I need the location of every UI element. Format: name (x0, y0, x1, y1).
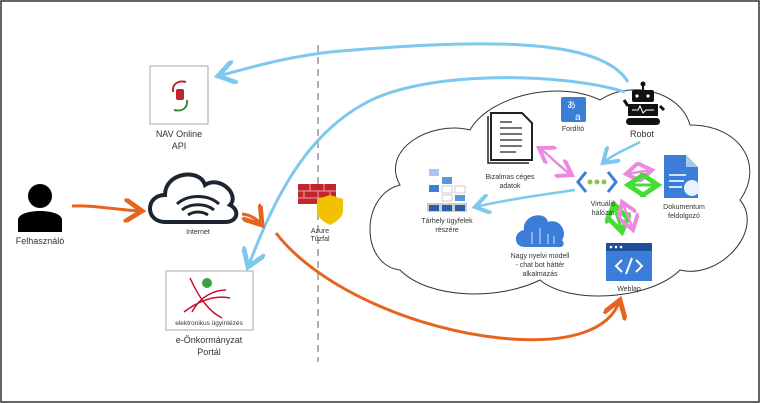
person-icon (18, 184, 62, 232)
vnet-label-2: hálózat (592, 210, 615, 217)
document-processor-icon (664, 155, 700, 198)
svg-text:a: a (575, 112, 581, 123)
nav-logo (149, 65, 209, 125)
ai-cloud-icon (515, 215, 565, 248)
firewall-label-2: Tűzfal (310, 236, 330, 243)
weblap-label: Weblap (617, 286, 641, 293)
nav-label-2: API (172, 141, 187, 151)
cloud-wifi-icon (148, 172, 239, 224)
firewall-to-weblap-arrow (274, 232, 620, 342)
robot-label: Robot (630, 129, 655, 139)
robot-icon (622, 81, 666, 125)
azure-cloud-boundary (369, 89, 751, 297)
svg-text:あ: あ (567, 100, 576, 110)
firewall-icon (298, 184, 343, 225)
web-app-icon (606, 243, 652, 281)
storage-label-2: részére (435, 227, 458, 234)
firewall-label-1: Azure (311, 228, 329, 235)
nav-label-1: NAV Online (156, 129, 202, 139)
robot-to-portal-arrow (248, 76, 626, 267)
vnet-weblap-link-green (614, 204, 622, 232)
vnet-weblap-link-pink (622, 202, 633, 230)
llm-label-1: Nagy nyelvi modell (511, 253, 570, 260)
internet-label: Internet (186, 229, 210, 236)
docs-vnet-link (539, 148, 572, 175)
robot-to-nav-arrow (218, 42, 630, 82)
translator-label: Fordító (562, 126, 584, 133)
translator-icon: あ a (561, 97, 586, 123)
portal-label-1: e-Önkormányzat (176, 335, 243, 345)
portal-label-2: Portál (197, 347, 221, 357)
document-icon (487, 112, 533, 164)
vnet-to-storage-arrow (475, 188, 576, 207)
virtual-network-icon (576, 171, 618, 193)
e-onkormanyzat-logo: elektronikus ügyintézés (165, 270, 254, 331)
portal-logo-text: elektronikus ügyintézés (175, 320, 243, 327)
user-label: Felhasználó (16, 236, 65, 246)
internet-to-firewall-arrow (242, 214, 262, 225)
confidential-label-1: Bizalmas céges (485, 174, 535, 181)
robot-to-vnet-arrow (603, 140, 641, 163)
vnet-label-1: Virtuális (591, 201, 616, 208)
llm-label-2: - chat bot háttér (515, 262, 565, 269)
user-to-internet-arrow (71, 206, 142, 211)
docproc-label-2: feldolgozó (668, 213, 700, 220)
storage-label-1: Tárhely ügyfelek (421, 218, 473, 225)
llm-label-3: alkalmazás (522, 271, 558, 278)
vnet-docproc-link-pink (626, 170, 652, 174)
confidential-label-2: adatok (499, 183, 521, 190)
docproc-label-1: Dokumentum (663, 204, 705, 211)
storage-icon (427, 169, 467, 212)
